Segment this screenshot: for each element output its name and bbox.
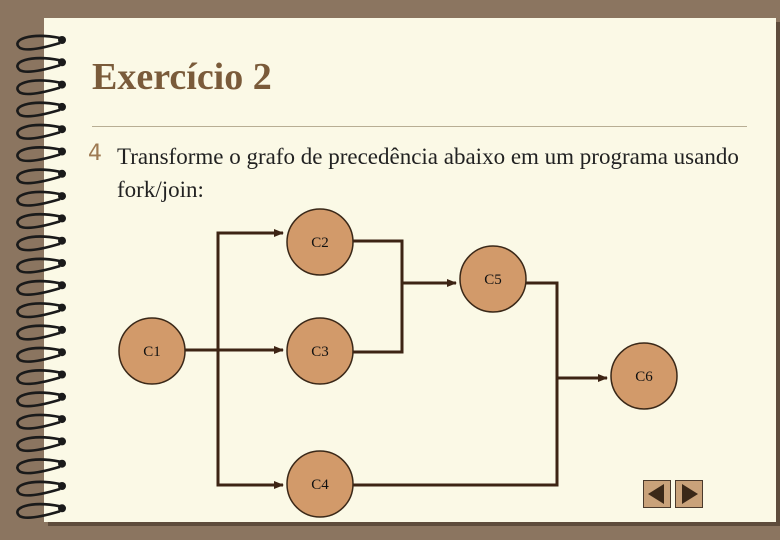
previous-slide-button[interactable]: [643, 480, 671, 508]
edge-c4-c6: [352, 378, 557, 485]
edge-c2-c5: [352, 241, 456, 283]
slide-navigation: [643, 480, 705, 510]
triangle-right-icon: [676, 481, 702, 507]
triangle-left-icon: [644, 481, 670, 507]
node-c3: C3: [287, 318, 353, 384]
node-c4: C4: [287, 451, 353, 517]
node-c3-label: C3: [311, 344, 329, 360]
node-c6: C6: [611, 343, 677, 409]
edge-c1-c4: [218, 350, 283, 485]
node-c4-label: C4: [311, 477, 329, 493]
edge-c1-c2: [218, 233, 283, 350]
node-c5-label: C5: [484, 272, 502, 288]
node-c6-label: C6: [635, 369, 653, 385]
node-c1-label: C1: [143, 344, 161, 360]
node-c1: C1: [119, 318, 185, 384]
edge-c3-c5: [352, 283, 402, 352]
edge-c5-c6: [525, 283, 607, 378]
node-c2: C2: [287, 209, 353, 275]
node-c2-label: C2: [311, 235, 329, 251]
next-slide-button[interactable]: [675, 480, 703, 508]
node-c5: C5: [460, 246, 526, 312]
